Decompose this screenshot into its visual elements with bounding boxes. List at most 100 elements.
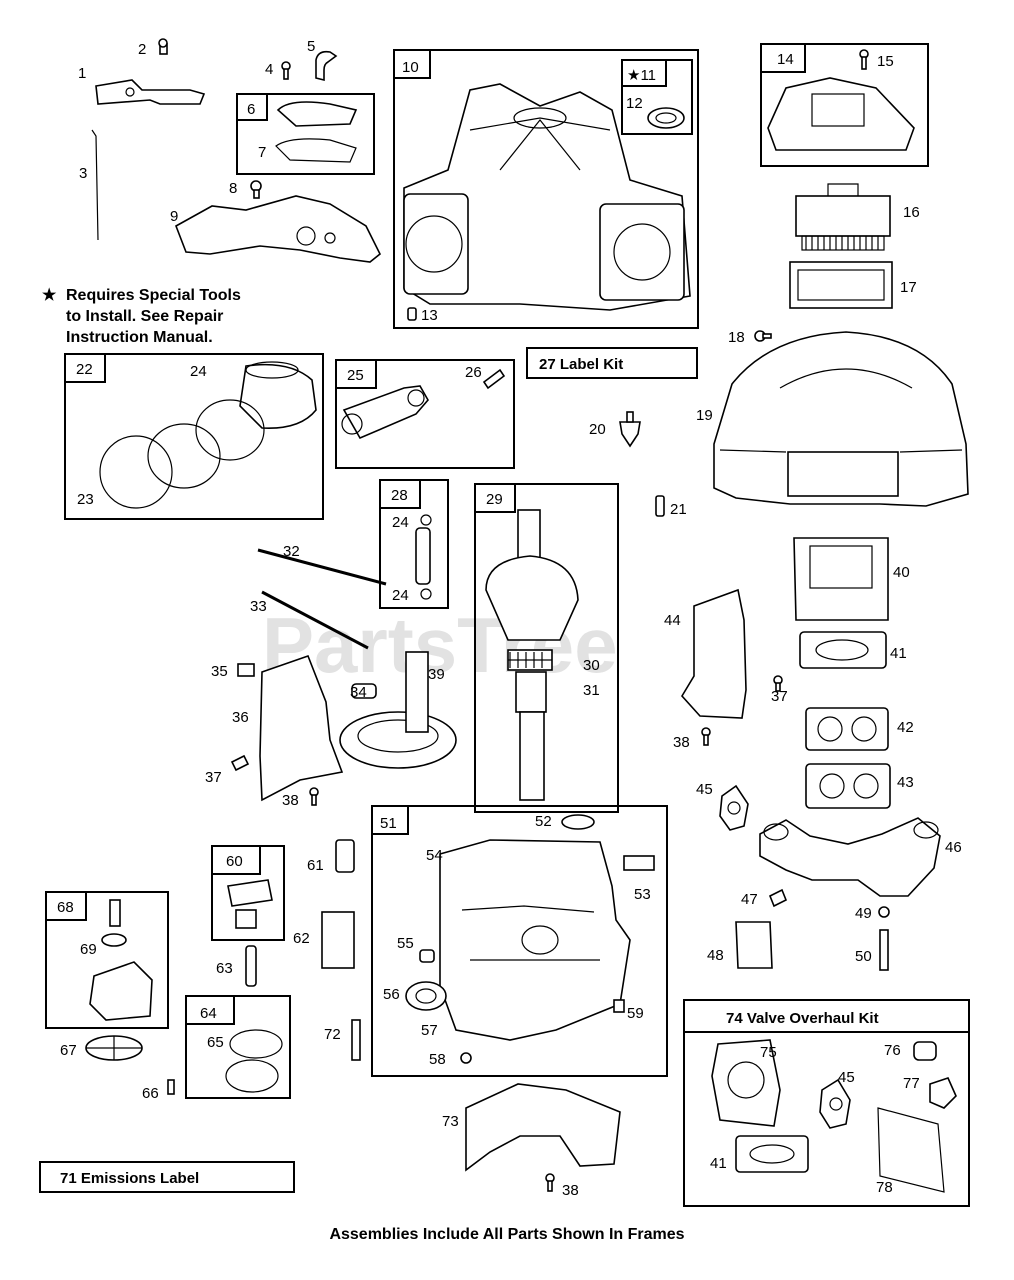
callout-37-right: 37: [771, 688, 788, 705]
callout-77: 77: [903, 1075, 920, 1092]
seal-part-12: [647, 107, 685, 129]
bracket-part-9: [175, 195, 382, 263]
frame-68: [45, 891, 169, 1029]
callout-21: 21: [670, 501, 687, 518]
seal-part-76: [913, 1041, 937, 1061]
screw-part-4: [281, 61, 291, 80]
gasket-part-62: [321, 911, 355, 969]
intake-manifold-part-46: [759, 817, 941, 897]
screw-part-8: [250, 180, 262, 199]
callout-31: 31: [583, 682, 600, 699]
callout-8: 8: [229, 180, 237, 197]
clip-part-21: [655, 495, 665, 517]
callout-19: 19: [696, 407, 713, 424]
pin-part-13: [407, 307, 417, 321]
screw-part-38-left: [309, 787, 319, 806]
callout-labels: 1 2 3 4 5 7 8 9 12 13 15 16 17 18 19 20 …: [60, 38, 962, 1199]
frame-label-60: 60: [226, 853, 243, 870]
callout-69: 69: [80, 941, 97, 958]
screw-part-2: [158, 38, 168, 55]
callout-56: 56: [383, 986, 400, 1003]
frame-label-25: 25: [347, 367, 364, 384]
callout-12: 12: [626, 95, 643, 112]
pump-part-60: [227, 879, 273, 929]
special-tools-note-line-1: Requires Special Tools: [66, 287, 241, 304]
screw-part-37-right: [773, 675, 783, 692]
callout-30: 30: [583, 657, 600, 674]
stud-part-50: [879, 929, 889, 971]
callout-66: 66: [142, 1085, 159, 1102]
frame-25: [335, 359, 515, 469]
callout-46: 46: [945, 839, 962, 856]
gasket-part-43: [805, 763, 891, 809]
callout-49: 49: [855, 905, 872, 922]
nut-part-49: [878, 906, 890, 918]
callout-40: 40: [893, 564, 910, 581]
frame-label-14: 14: [777, 51, 794, 68]
screw-part-47: [768, 888, 788, 908]
callout-1: 1: [78, 65, 86, 82]
screw-part-38-bottom: [545, 1173, 555, 1192]
frame-label-51: 51: [380, 815, 397, 832]
baffle-part-44: [681, 588, 747, 719]
air-filter-part-16: [795, 183, 891, 251]
callout-41: 41: [890, 645, 907, 662]
gasket-part-7: [275, 138, 357, 163]
piston-part-22: [239, 361, 317, 429]
gasket-part-78: [877, 1107, 945, 1193]
push-rod-part-33: [261, 590, 369, 650]
callout-54: 54: [426, 847, 443, 864]
callout-41-kit: 41: [710, 1155, 727, 1172]
callout-9: 9: [170, 208, 178, 225]
gasket-part-77: [929, 1077, 957, 1109]
callout-55: 55: [397, 935, 414, 952]
callout-63: 63: [216, 960, 233, 977]
callout-2: 2: [138, 41, 146, 58]
callout-32: 32: [283, 543, 300, 560]
frame-label-28: 28: [391, 487, 408, 504]
plug-part-52: [561, 814, 595, 830]
frame-label-6: 6: [247, 101, 255, 118]
callout-26: 26: [465, 364, 482, 381]
special-tools-note-line-2: to Install. See Repair: [66, 308, 223, 325]
callout-38-left: 38: [282, 792, 299, 809]
bracket-part-1: [95, 79, 206, 105]
pin-part-63: [245, 945, 257, 987]
ring-set-part-23: [99, 399, 265, 509]
emissions-label-box: [39, 1161, 295, 1193]
callout-39: 39: [428, 666, 445, 683]
screw-part-37-left: [230, 754, 250, 772]
callout-5: 5: [307, 38, 315, 55]
footer-note: Assemblies Include All Parts Shown In Fr…: [329, 1226, 684, 1243]
callout-37-left: 37: [205, 769, 222, 786]
callout-18: 18: [728, 329, 745, 346]
adapter-part-40: [793, 537, 889, 621]
callout-13: 13: [421, 307, 438, 324]
plunger-part-34: [351, 683, 377, 699]
plug-part-59: [613, 999, 625, 1013]
callout-65: 65: [207, 1034, 224, 1051]
special-tools-note-line-3: Instruction Manual.: [66, 329, 213, 346]
callout-15: 15: [877, 53, 894, 70]
rod-part-3: [91, 129, 99, 241]
callout-4: 4: [265, 61, 273, 78]
frame-label-68: 68: [57, 899, 74, 916]
label-kit-box: [526, 347, 698, 379]
frame-10: [393, 49, 699, 329]
frame-29: [474, 483, 619, 813]
callout-24-bottom: 24: [392, 587, 409, 604]
pump-part-68: [89, 899, 153, 1021]
callout-76: 76: [884, 1042, 901, 1059]
callout-38-right: 38: [673, 734, 690, 751]
frame-label-22: 22: [76, 361, 93, 378]
bolt-part-26: [482, 368, 506, 390]
callout-62: 62: [293, 930, 310, 947]
elbow-part-5: [315, 50, 338, 82]
callout-45-kit: 45: [838, 1069, 855, 1086]
callout-57: 57: [421, 1022, 438, 1039]
callout-59: 59: [627, 1005, 644, 1022]
gasket-part-65: [225, 1029, 283, 1093]
screen-part-55: [419, 949, 435, 963]
callout-7: 7: [258, 144, 266, 161]
callout-42: 42: [897, 719, 914, 736]
